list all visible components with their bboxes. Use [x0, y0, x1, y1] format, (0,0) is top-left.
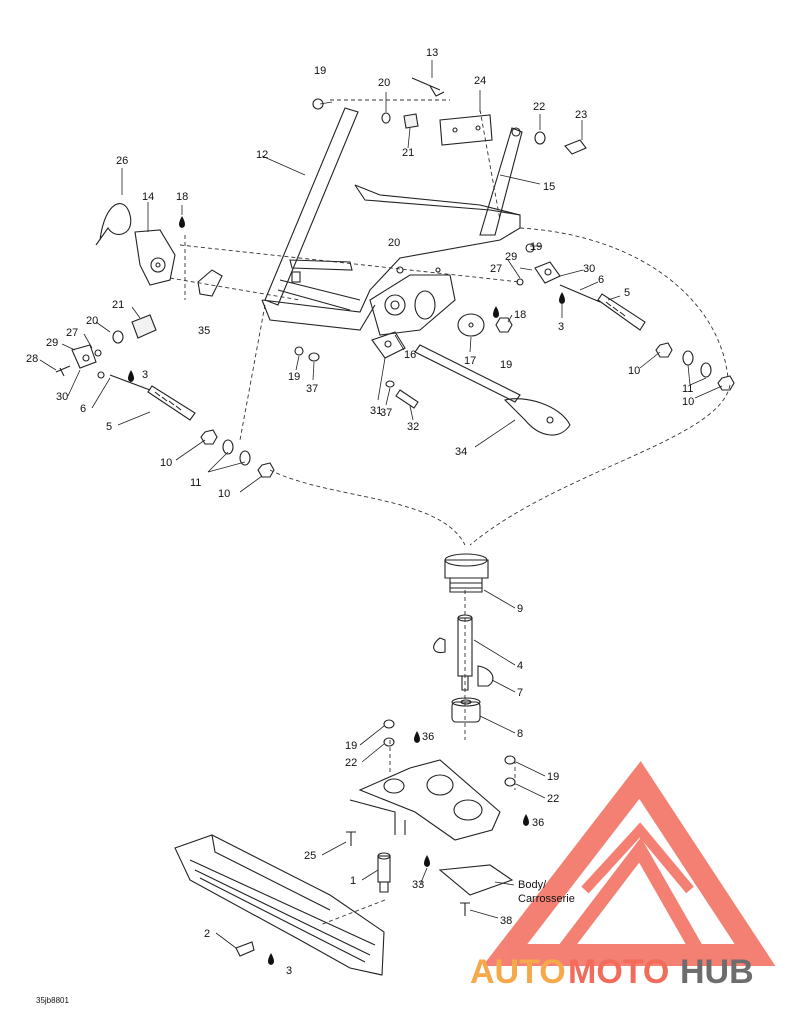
callout-19: 19 — [288, 371, 300, 383]
callout-22: 22 — [547, 793, 559, 805]
callout-31: 31 — [370, 405, 382, 417]
pedal-axis — [319, 899, 386, 926]
automotohub-logo — [482, 761, 776, 966]
callout-18: 18 — [176, 191, 188, 203]
cable-route-mid2 — [169, 277, 301, 301]
logo-word-auto: AUTO — [470, 953, 566, 991]
right-cable-assembly — [516, 243, 735, 391]
callout-30: 30 — [56, 391, 68, 403]
leader-lines — [39, 60, 723, 949]
callout-27: 27 — [490, 263, 502, 275]
callout-22: 22 — [533, 101, 545, 113]
cable-route-left — [269, 469, 466, 546]
callout-19: 19 — [547, 771, 559, 783]
cable-route-top — [519, 227, 729, 379]
adhesive-drop-icon — [523, 814, 529, 826]
logo-word-hub: HUB — [680, 953, 754, 991]
callout-28: 28 — [26, 353, 38, 365]
callout-5: 5 — [624, 287, 630, 299]
callout-11: 11 — [682, 383, 693, 395]
body-label-line2: Carrosserie — [518, 893, 575, 905]
callout-14: 14 — [142, 191, 154, 203]
callout-19: 19 — [345, 740, 357, 752]
adhesive-drop-icon — [179, 216, 185, 228]
callout-35: 35 — [198, 325, 210, 337]
callout-22: 22 — [345, 757, 357, 769]
shift-frame-assembly — [261, 77, 587, 436]
callout-36: 36 — [422, 731, 434, 743]
callout-37: 37 — [306, 383, 318, 395]
callout-1: 1 — [350, 875, 356, 887]
cable-route-top3 — [479, 109, 501, 221]
callout-24: 24 — [474, 75, 486, 87]
callout-6: 6 — [598, 274, 604, 286]
callout-20: 20 — [388, 237, 400, 249]
logo-word-moto: MOTO — [568, 953, 669, 991]
callout-5: 5 — [106, 421, 112, 433]
callout-10: 10 — [628, 365, 640, 377]
callout-3: 3 — [558, 321, 564, 333]
callout-20: 20 — [378, 77, 390, 89]
callout-25: 25 — [304, 850, 316, 862]
callout-10: 10 — [682, 396, 694, 408]
callout-21: 21 — [402, 147, 414, 159]
callout-labels: 13 19 20 24 22 23 21 12 26 15 14 18 20 1… — [26, 47, 694, 1005]
callout-12: 12 — [256, 149, 268, 161]
callout-10: 10 — [160, 457, 172, 469]
callout-2: 2 — [204, 928, 210, 940]
callout-27: 27 — [66, 327, 78, 339]
callout-15: 15 — [543, 181, 555, 193]
callout-19: 19 — [314, 65, 326, 77]
adhesive-drop-icon — [414, 731, 420, 743]
callout-17: 17 — [464, 355, 476, 367]
callout-33: 33 — [412, 879, 424, 891]
callout-37: 37 — [380, 407, 392, 419]
callout-34: 34 — [455, 446, 467, 458]
callout-18: 18 — [514, 309, 526, 321]
callout-13: 13 — [426, 47, 438, 59]
body-label-line1: Body/ — [518, 879, 547, 891]
callout-21: 21 — [112, 299, 124, 311]
callout-32: 32 — [407, 421, 419, 433]
callout-3: 3 — [286, 965, 292, 977]
callout-11: 11 — [190, 477, 201, 489]
callout-10: 10 — [218, 488, 230, 500]
shifter-boot-assembly — [174, 553, 516, 976]
callout-3: 3 — [142, 369, 148, 381]
adhesive-drop-icon — [128, 370, 134, 382]
adhesive-drop-icon — [493, 306, 499, 318]
callout-23: 23 — [575, 109, 587, 121]
callout-36: 36 — [532, 817, 544, 829]
callout-19: 19 — [530, 241, 542, 253]
callout-29: 29 — [505, 251, 517, 263]
callout-29: 29 — [46, 337, 58, 349]
adhesive-drop-icon — [559, 292, 565, 304]
callout-6: 6 — [80, 403, 86, 415]
callout-30: 30 — [583, 263, 595, 275]
cable-route-vert-left2 — [239, 304, 266, 441]
callout-8: 8 — [517, 728, 523, 740]
callout-20: 20 — [86, 315, 98, 327]
callout-19: 19 — [500, 359, 512, 371]
callout-26: 26 — [116, 155, 128, 167]
callout-7: 7 — [517, 687, 523, 699]
callout-16: 16 — [404, 349, 416, 361]
automotohub-wordmark: AUTO MOTO HUB — [470, 953, 754, 991]
callout-9: 9 — [517, 603, 523, 615]
callout-38: 38 — [500, 915, 512, 927]
drawing-code: 35jb8801 — [36, 996, 69, 1005]
left-cable-assembly — [55, 203, 275, 478]
callout-4: 4 — [517, 660, 523, 672]
cable-route-right — [469, 384, 731, 546]
